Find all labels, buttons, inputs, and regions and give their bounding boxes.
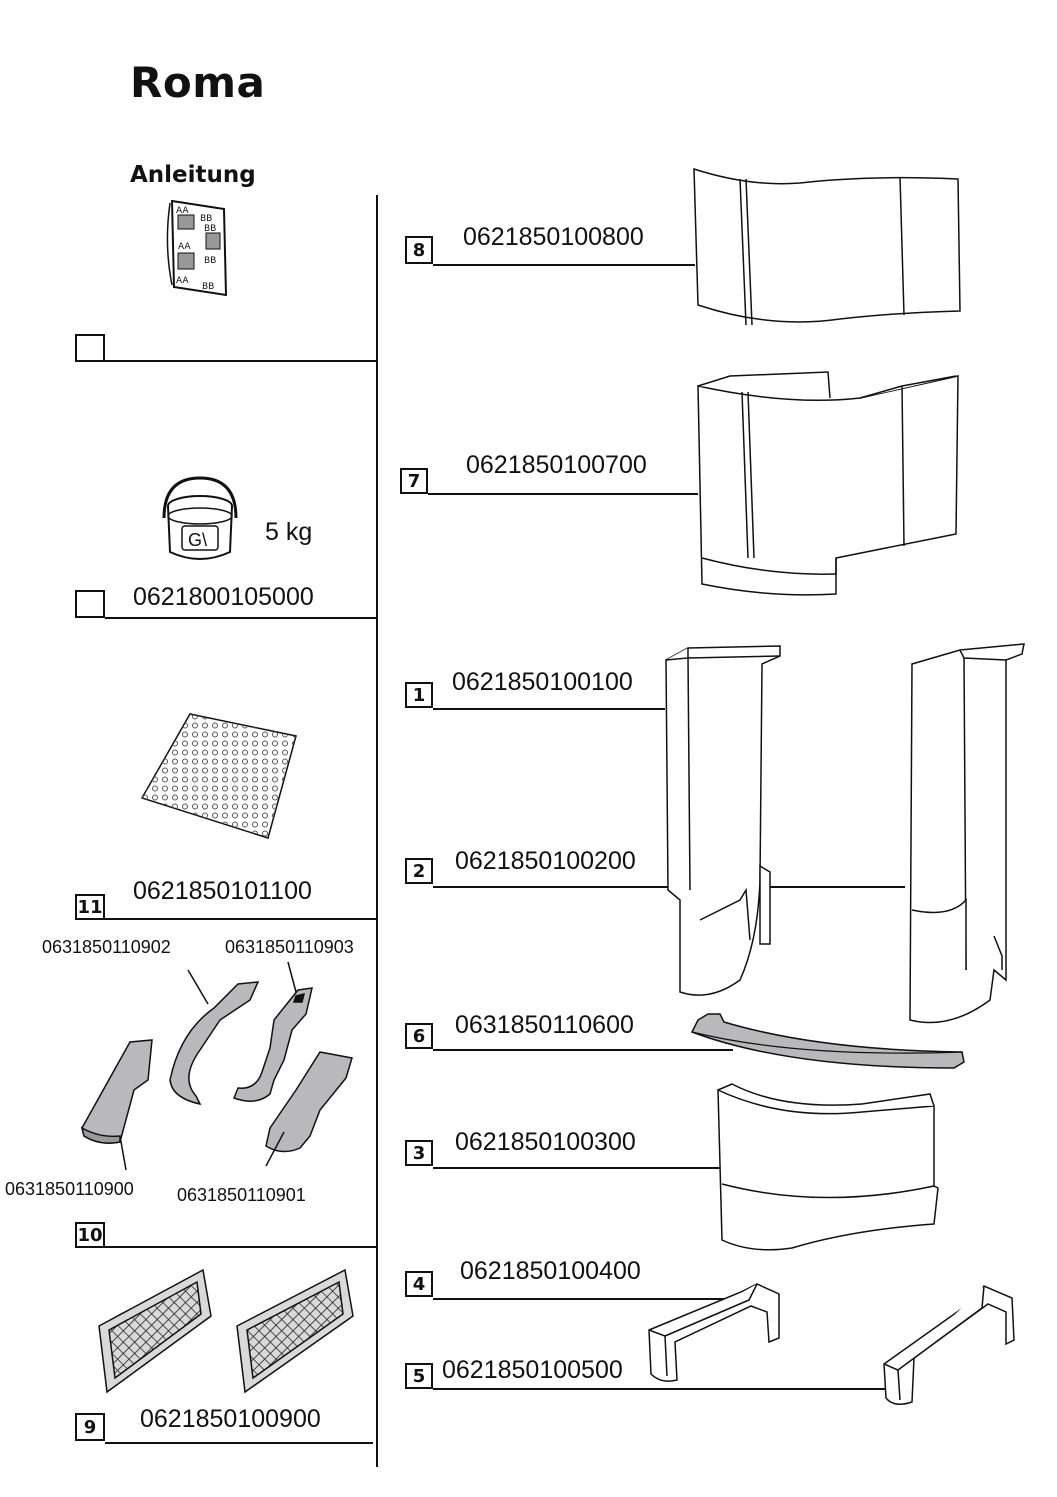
leader-line bbox=[433, 1167, 723, 1169]
page-subtitle: Anleitung bbox=[130, 162, 256, 188]
item-box-5: 5 bbox=[405, 1363, 433, 1389]
svg-text:BB: BB bbox=[202, 282, 214, 292]
plate-code: 0621850101100 bbox=[133, 877, 312, 905]
bucket-code: 0621800105000 bbox=[133, 583, 314, 611]
item-box-10: 10 bbox=[75, 1222, 105, 1248]
stone-part-icon bbox=[690, 1013, 965, 1069]
part-code-6: 0631850110600 bbox=[455, 1011, 634, 1039]
leader-line bbox=[433, 708, 665, 710]
svg-text:BB: BB bbox=[204, 256, 216, 266]
grille-icon bbox=[98, 1268, 354, 1394]
leader-line bbox=[433, 264, 695, 266]
item-box-9: 9 bbox=[75, 1413, 105, 1441]
part-code-1: 0621850100100 bbox=[452, 668, 633, 696]
page-title: Roma bbox=[130, 58, 266, 107]
stone-part-icon bbox=[648, 1283, 780, 1382]
part-code-5: 0621850100500 bbox=[442, 1356, 623, 1384]
liner-code-d: 0631850110901 bbox=[177, 1185, 306, 1205]
leader-line bbox=[433, 1388, 885, 1390]
bucket-icon bbox=[162, 476, 238, 560]
grilles-code: 0621850100900 bbox=[140, 1405, 321, 1433]
part-code-8: 0621850100800 bbox=[463, 223, 644, 251]
item-box-6: 6 bbox=[405, 1023, 433, 1049]
svg-text:AA: AA bbox=[176, 206, 189, 216]
part-code-4: 0621850100400 bbox=[460, 1257, 641, 1285]
item-box-1: 1 bbox=[405, 682, 433, 708]
bucket-label: G\ bbox=[188, 530, 208, 550]
bucket-weight: 5 kg bbox=[265, 518, 313, 546]
svg-text:AA: AA bbox=[176, 276, 189, 286]
liner-code-a: 0631850110902 bbox=[42, 937, 171, 957]
item-box-7: 7 bbox=[400, 468, 428, 494]
liner-code-b: 0631850110903 bbox=[225, 937, 354, 957]
svg-text:AA: AA bbox=[178, 242, 191, 252]
leader-line bbox=[433, 1298, 728, 1300]
item-box-11: 11 bbox=[75, 894, 105, 920]
leader-line bbox=[105, 1246, 377, 1248]
item-box-2: 2 bbox=[405, 858, 433, 884]
leader-line bbox=[433, 1049, 733, 1051]
svg-text:BB: BB bbox=[200, 214, 212, 224]
stone-part-icon bbox=[693, 167, 961, 326]
item-box-bucket bbox=[75, 590, 105, 618]
manual-icon: AA BB BB AA BB AA BB bbox=[166, 199, 228, 297]
stone-part-icon bbox=[697, 371, 959, 596]
svg-text:BB: BB bbox=[204, 224, 216, 234]
part-code-2: 0621850100200 bbox=[455, 847, 636, 875]
part-code-7: 0621850100700 bbox=[466, 451, 647, 479]
liner-code-c: 0631850110900 bbox=[5, 1179, 134, 1199]
leader-line bbox=[105, 918, 377, 920]
leader-line bbox=[105, 360, 377, 362]
item-box-4: 4 bbox=[405, 1271, 433, 1297]
stone-part-icon bbox=[717, 1083, 939, 1251]
item-box-manual bbox=[75, 334, 105, 362]
liner-plate-icon bbox=[80, 961, 353, 1171]
item-box-3: 3 bbox=[405, 1140, 433, 1166]
stone-part-icon bbox=[883, 1285, 1015, 1405]
leader-line bbox=[105, 617, 377, 619]
item-box-8: 8 bbox=[405, 236, 433, 264]
leader-line bbox=[428, 493, 698, 495]
column-divider bbox=[376, 195, 378, 1467]
leader-line bbox=[105, 1442, 373, 1444]
stone-part-icon bbox=[665, 643, 1025, 1024]
part-code-3: 0621850100300 bbox=[455, 1128, 636, 1156]
perforated-plate-icon bbox=[140, 713, 297, 839]
